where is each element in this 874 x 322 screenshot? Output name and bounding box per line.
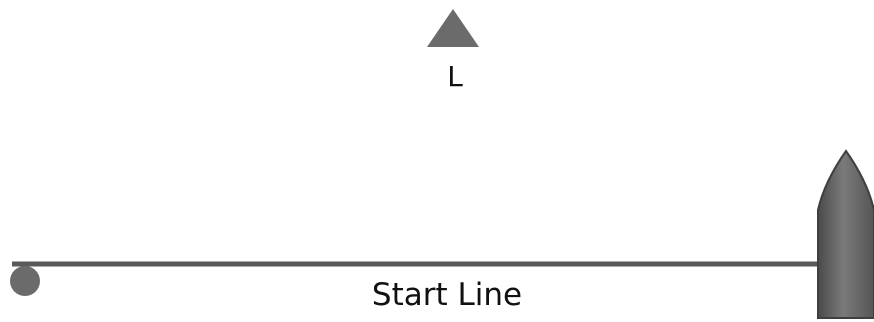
start-line-label: Start Line xyxy=(372,277,522,313)
boat-icon xyxy=(817,149,874,319)
mark-label: L xyxy=(447,60,463,93)
triangle-mark-icon xyxy=(427,9,479,47)
circle-pin-icon xyxy=(10,266,40,296)
